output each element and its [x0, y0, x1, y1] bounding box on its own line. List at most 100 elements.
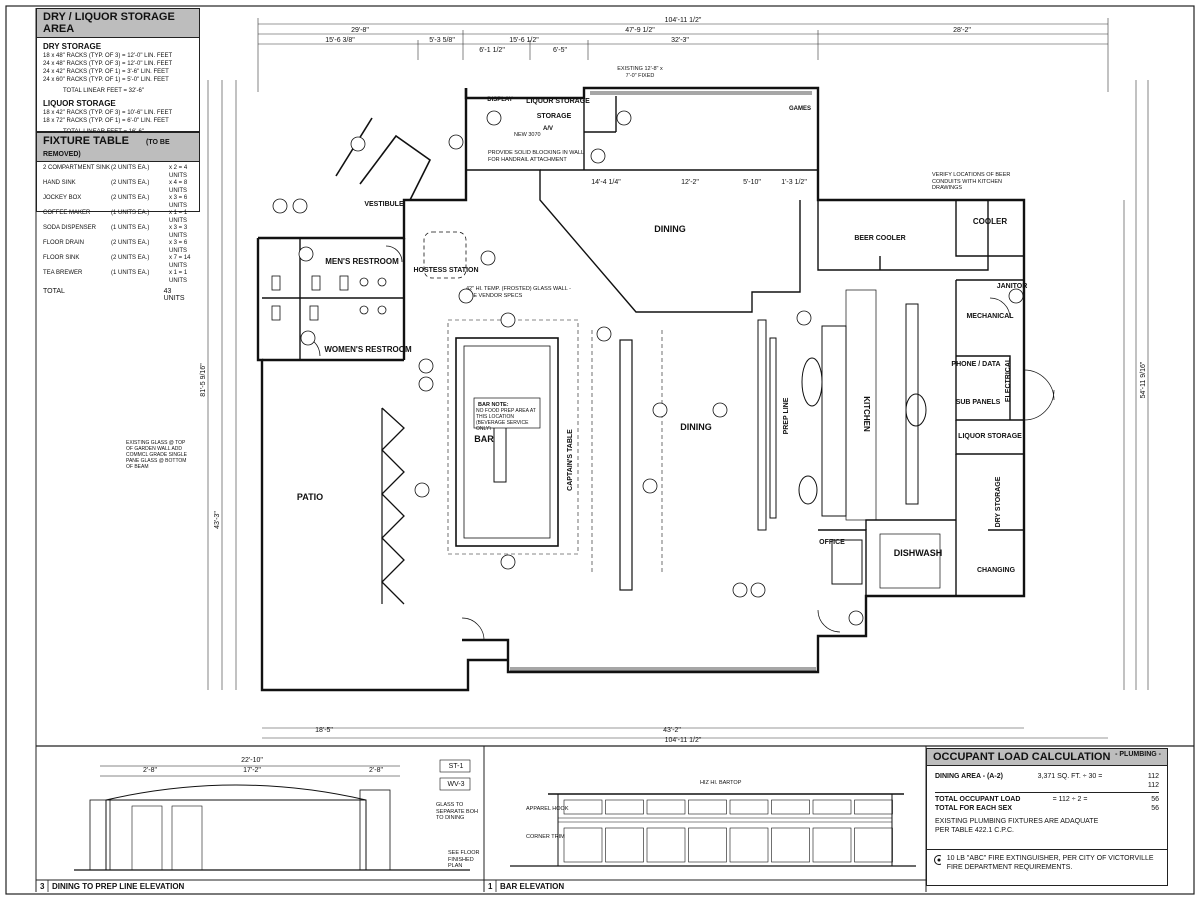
- fixture-total-row: TOTAL 43 UNITS: [43, 288, 193, 302]
- room-sub-panels: SUB PANELS: [956, 399, 1001, 406]
- dim-t2: 47'-9 1/2": [625, 27, 655, 34]
- dry-line: 24 x 42" RACKS (TYP. OF 1) = 3'-6" LIN. …: [43, 69, 169, 75]
- fixture-row: FLOOR SINK(2 UNITS EA.)x 7 = 14 UNITS: [43, 255, 191, 269]
- room-janitor: JANITOR: [997, 283, 1028, 290]
- fixture-table-title: FIXTURE TABLE: [43, 135, 129, 147]
- room-av: A/V: [543, 126, 553, 132]
- room-dishwash: DISHWASH: [894, 548, 943, 558]
- fixture-table-note: (TO BE REMOVED): [43, 139, 170, 158]
- room-electrical: ELECTRICAL: [1005, 357, 1012, 402]
- elev-left-number: 3: [40, 882, 45, 891]
- room-vestibule: VESTIBULE: [364, 201, 404, 208]
- fixture-row: COFFEE MAKER(1 UNITS EA.)x 1 = 1 UNITS: [43, 210, 188, 224]
- bar-panel: [688, 827, 727, 863]
- room-mechanical: MECHANICAL: [966, 313, 1014, 320]
- room-kitchen: KITCHEN: [862, 396, 871, 432]
- room-hostess: HOSTESS STATION: [413, 267, 478, 274]
- dim-bot1: 18'-5": [315, 727, 333, 734]
- elev-tag-wv3: WV-3: [447, 781, 464, 788]
- room-display: DISPLAY: [487, 97, 512, 103]
- liquor-storage-title: LIQUOR STORAGE: [43, 99, 116, 108]
- bar-note-hook: APPAREL HOOK: [526, 806, 569, 812]
- occupant-row-total: TOTAL OCCUPANT LOAD = 112 ÷ 2 = 56: [935, 796, 1159, 803]
- fixture-rows: 2 COMPARTMENT SINK(2 UNITS EA.)x 2 = 4 U…: [37, 165, 199, 285]
- room-liquor-storage: LIQUOR STORAGE: [958, 433, 1022, 440]
- elev-right-number: 1: [488, 882, 493, 891]
- bar-elevation-panels: [563, 799, 893, 863]
- room-mens: MEN'S RESTROOM: [325, 257, 399, 266]
- bar-panel: [563, 827, 603, 863]
- bar-panel: [563, 799, 603, 815]
- liquor-line: 18 x 72" RACKS (TYP. OF 1) = 6'-0" LIN. …: [43, 118, 169, 124]
- bar-panel: [771, 799, 810, 815]
- bar-counter: [447, 319, 579, 555]
- restroom-fixtures: [271, 245, 403, 357]
- bar-panel: [646, 827, 686, 863]
- glass-wall-note: 42" HI. TEMP. (FROSTED) GLASS WALL - SEE…: [466, 286, 571, 299]
- room-changing: CHANGING: [977, 567, 1016, 574]
- verify-beer-note: VERIFY LOCATIONS OF BEER CONDUITS WITH K…: [932, 172, 1011, 191]
- bar-panel: [812, 827, 852, 863]
- room-storage: STORAGE: [537, 113, 572, 120]
- dim-t1: 29'-8": [351, 27, 369, 34]
- dry-storage-title: DRY STORAGE: [43, 42, 102, 51]
- fixture-row: JOCKEY BOX(2 UNITS EA.)x 3 = 6 UNITS: [43, 195, 188, 209]
- bar-panel: [729, 827, 769, 863]
- callout-markers: [272, 110, 1024, 626]
- storage-table-title: DRY / LIQUOR STORAGE AREA: [37, 9, 199, 38]
- fixture-row: 2 COMPARTMENT SINK(2 UNITS EA.)x 2 = 4 U…: [43, 165, 188, 179]
- existing-glass-note: EXISTING GLASS @ TOP OF GARDEN WALL ADD …: [126, 440, 187, 470]
- dim-left-total: 81'-5 9/16": [200, 363, 207, 397]
- dim-mid1: 14'-4 1/4": [591, 179, 621, 186]
- dim-s3: 15'-6 1/2": [509, 37, 539, 44]
- top-dimensions: [257, 18, 1109, 92]
- room-prep-line: PREP LINE: [783, 397, 790, 434]
- bar-panel: [812, 799, 852, 815]
- room-games: GAMES: [789, 106, 811, 112]
- fire-note-text: 10 LB "ABC" FIRE EXTINGUISHER, PER CITY …: [946, 855, 1154, 871]
- elev-left-d2: 2'-8": [143, 767, 157, 774]
- dim-bot2: 43'-2": [663, 727, 681, 734]
- room-dining-right: DINING: [680, 422, 712, 432]
- elev-tag-st1: ST-1: [449, 763, 464, 770]
- kitchen-equipment: [757, 289, 941, 589]
- folding-glass-doors: [381, 407, 405, 605]
- bar-panel: [605, 799, 644, 815]
- dim-s1: 15'-6 3/8": [325, 37, 355, 44]
- elev-left-title: DINING TO PREP LINE ELEVATION: [52, 882, 185, 891]
- vestibule-walls: [335, 117, 432, 201]
- occupant-note: EXISTING PLUMBING FIXTURES ARE ADAQUATE …: [935, 818, 1099, 834]
- room-office: OFFICE: [819, 539, 845, 546]
- occupant-header: OCCUPANT LOAD CALCULATION - PLUMBING -: [927, 749, 1167, 766]
- room-captains-table: CAPTAIN'S TABLE: [567, 429, 574, 491]
- occupant-load-table: OCCUPANT LOAD CALCULATION - PLUMBING - D…: [926, 748, 1168, 886]
- dim-s6: 6'-5": [553, 47, 567, 54]
- bar-panel: [729, 799, 769, 815]
- new-door-note: NEW 3070: [514, 132, 541, 138]
- elev-note-glass: GLASS TO SEPARATE BOH TO DINING: [436, 802, 478, 821]
- bar-elevation-drawing: [510, 793, 916, 867]
- room-phone-data: PHONE / DATA: [951, 361, 1000, 368]
- dry-line: 24 x 60" RACKS (TYP. OF 1) = 5'-0" LIN. …: [43, 77, 169, 83]
- fixture-row: TEA BREWER(1 UNITS EA.)x 1 = 1 UNITS: [43, 270, 188, 284]
- dim-overall-top: 104'-11 1/2": [665, 17, 702, 24]
- dim-patio-height: 43'-3": [214, 511, 221, 529]
- dry-line: 24 x 48" RACKS (TYP. OF 3) = 12'-0" LIN.…: [43, 61, 173, 67]
- dim-s5: 6'-1 1/2": [479, 47, 505, 54]
- blocking-note: PROVIDE SOLID BLOCKING IN WALL FOR HANDR…: [488, 150, 584, 163]
- exterior-walls: [256, 86, 1026, 692]
- fixture-table-header: FIXTURE TABLE (TO BE REMOVED): [37, 133, 199, 162]
- bar-panel: [854, 799, 893, 815]
- dim-t3: 28'-2": [953, 27, 971, 34]
- elev-right-title: BAR ELEVATION: [500, 882, 564, 891]
- captains-table: [619, 339, 633, 591]
- fixture-row: SODA DISPENSER(1 UNITS EA.)x 3 = 3 UNITS: [43, 225, 188, 239]
- occupant-title: OCCUPANT LOAD CALCULATION: [933, 751, 1111, 763]
- fire-extinguisher-icon: [934, 855, 941, 865]
- elev-left-d4: 2'-8": [369, 767, 383, 774]
- fixture-row: FLOOR DRAIN(2 UNITS EA.)x 3 = 6 UNITS: [43, 240, 188, 254]
- bar-panel: [771, 827, 810, 863]
- fixture-total-label: TOTAL: [43, 288, 65, 295]
- liquor-line: 18 x 42" RACKS (TYP. OF 3) = 10'-6" LIN.…: [43, 110, 173, 116]
